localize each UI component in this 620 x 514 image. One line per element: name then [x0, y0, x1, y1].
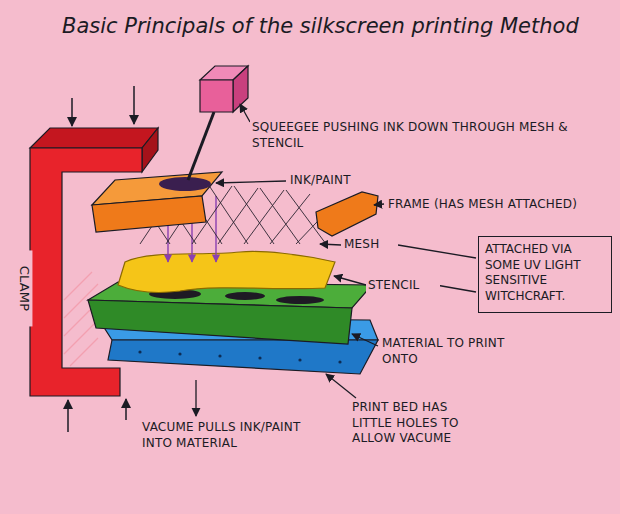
title: Basic Principals of the silkscreen print…	[62, 14, 602, 38]
ink-flow-arrow	[215, 196, 216, 262]
clamp-arrows	[68, 86, 134, 432]
hole	[298, 358, 301, 361]
leader-line	[320, 244, 341, 245]
hatch-line	[64, 272, 92, 300]
leader-line	[374, 204, 384, 205]
bracket-line	[398, 245, 476, 258]
part-label: INK/PAINT	[288, 173, 382, 189]
leader-line	[352, 334, 378, 346]
hole	[338, 360, 341, 363]
part-label: MESH	[342, 237, 398, 253]
vacuum-arrow	[195, 380, 196, 416]
part-label: STENCIL	[366, 278, 440, 294]
frame-right	[316, 192, 378, 236]
ink-print	[225, 292, 265, 300]
hole	[178, 352, 181, 355]
mesh-thread	[218, 188, 258, 244]
mesh-thread	[260, 188, 300, 244]
clamp-side-face	[142, 128, 158, 172]
squeegee-front	[200, 80, 233, 112]
hole	[138, 350, 141, 353]
hatch-line	[64, 320, 98, 354]
note-label: PRINT BED HAS LITTLE HOLES TO ALLOW VACU…	[350, 400, 484, 447]
press-arrow	[71, 98, 73, 126]
part-label: SQUEEGEE PUSHING INK DOWN THROUGH MESH &…	[250, 120, 584, 151]
press-arrow	[67, 400, 69, 432]
material-front	[88, 300, 352, 344]
bracket-line	[436, 285, 476, 292]
stencil	[118, 251, 335, 292]
leader-line	[216, 181, 286, 183]
part-label: MATERIAL TO PRINT ONTO	[380, 336, 524, 367]
print-bed-front	[108, 340, 378, 374]
part-label: CLAMP	[16, 250, 33, 326]
squeegee-blade	[188, 112, 214, 180]
hatch-line	[70, 338, 98, 366]
hole	[218, 354, 221, 357]
mesh-thread	[244, 190, 284, 244]
part-label: FRAME (HAS MESH ATTACHED)	[386, 197, 620, 213]
mesh-thread	[234, 186, 274, 244]
mesh-thread	[208, 184, 248, 244]
note-text: ATTACHED VIA SOME UV LIGHT SENSITIVE WIT…	[485, 242, 605, 304]
ink	[159, 177, 211, 191]
hole	[258, 356, 261, 359]
mesh-thread	[270, 194, 310, 244]
leader-line	[326, 374, 356, 398]
leader-line	[240, 104, 250, 122]
bed-holes	[138, 350, 341, 363]
clamp-top-face	[30, 128, 158, 148]
ink-print	[276, 296, 324, 304]
note-box: ATTACHED VIA SOME UV LIGHT SENSITIVE WIT…	[478, 236, 612, 313]
material	[88, 282, 372, 344]
press-arrow	[133, 86, 135, 124]
note-label: VACUME PULLS INK/PAINT INTO MATERIAL	[140, 420, 334, 451]
leader-line	[334, 276, 366, 285]
frame-front	[92, 196, 206, 232]
press-arrow	[125, 399, 127, 420]
